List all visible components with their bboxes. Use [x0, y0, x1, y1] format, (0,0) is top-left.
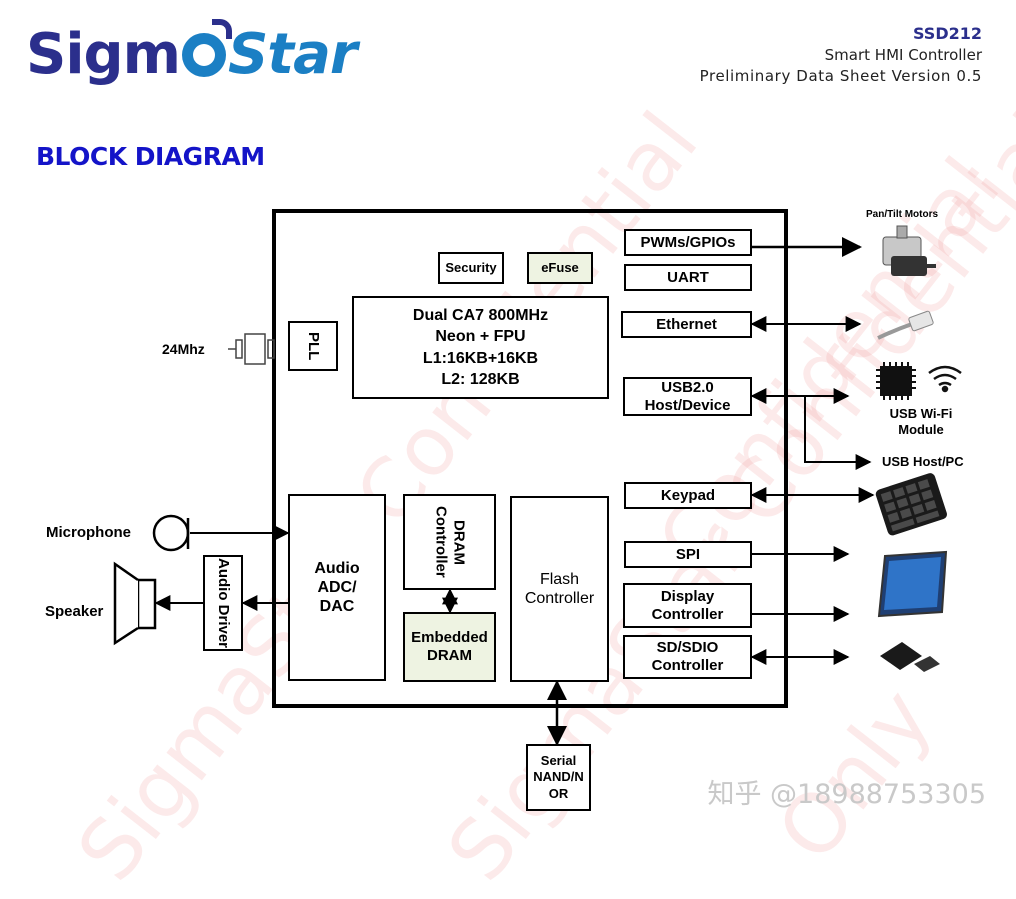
dram-controller-label: DRAM Controller: [432, 506, 468, 578]
flash-line-2: Controller: [524, 590, 595, 607]
wifi-line-1: USB Wi-Fi: [889, 406, 953, 421]
logo-o-icon: [181, 19, 232, 77]
audio-line-3: DAC: [319, 598, 355, 616]
keypad-icon: [875, 473, 947, 536]
doc-version: Preliminary Data Sheet Version 0.5: [699, 67, 982, 85]
usb-line-1: USB2.0: [661, 379, 714, 397]
motor-icon: [882, 225, 936, 276]
motors-label: Pan/Tilt Motors: [866, 209, 939, 220]
wifi-chip-icon: [876, 362, 916, 400]
speaker-icon: [113, 561, 157, 646]
spi-block: SPI: [624, 541, 752, 568]
audio-line-2: ADC/: [317, 578, 357, 596]
embedded-dram-line-2: DRAM: [427, 647, 472, 664]
footer-watermark: 知乎 @18988753305: [707, 779, 986, 810]
audio-driver-block: Audio Driver: [203, 555, 243, 651]
diagram-connectors: [113, 209, 962, 746]
microphone-icon: [152, 514, 190, 552]
audio-line-1: Audio: [314, 559, 360, 577]
sd-line-2: Controller: [651, 657, 724, 674]
wifi-icon: [928, 365, 962, 393]
embedded-dram-line-1: Embedded: [411, 629, 488, 646]
speaker-label: Speaker: [45, 603, 104, 620]
usb-block: USB2.0 Host/Device: [623, 377, 752, 416]
sigmastar-logo: Sigm Star: [26, 14, 358, 96]
product-subtitle: Smart HMI Controller: [824, 46, 982, 64]
sd-card-icon: [880, 642, 940, 672]
logo-text-star: Star: [227, 22, 358, 87]
section-title: BLOCK DIAGRAM: [36, 142, 265, 171]
sd-controller-block: SD/SDIO Controller: [623, 635, 752, 679]
model-number: SSD212: [912, 24, 982, 43]
usb-line-2: Host/Device: [644, 396, 731, 414]
wifi-module-label: USB Wi-Fi Module: [878, 406, 964, 437]
sd-line-1: SD/SDIO: [656, 639, 719, 656]
cpu-line-4: L2: 128KB: [441, 370, 520, 388]
usb-host-label: USB Host/PC: [882, 454, 964, 469]
display-controller-block: Display Controller: [623, 583, 752, 628]
chip-boundary: [272, 209, 788, 708]
display-panel-icon: [877, 550, 948, 618]
crystal-label: 24Mhz: [162, 341, 205, 357]
ethernet-block: Ethernet: [621, 311, 752, 338]
cpu-line-3: L1:16KB+16KB: [422, 349, 539, 367]
wifi-line-2: Module: [898, 421, 944, 437]
serial-nand-nor-block: Serial NAND/N OR: [526, 744, 591, 811]
efuse-block: eFuse: [527, 252, 593, 284]
flash-line-1: Flash: [539, 570, 580, 588]
pll-block: PLL: [288, 321, 338, 371]
serial-line-1: Serial: [540, 753, 577, 769]
pll-label: PLL: [305, 331, 322, 361]
serial-line-2: NAND/N: [533, 769, 584, 785]
display-line-1: Display: [660, 587, 715, 605]
keypad-block: Keypad: [624, 482, 752, 509]
cpu-line-2: Neon + FPU: [435, 328, 526, 346]
pwm-gpio-block: PWMs/GPIOs: [624, 229, 752, 256]
audio-adc-dac-block: Audio ADC/ DAC: [288, 494, 386, 681]
logo-text-sigm: Sigm: [26, 22, 181, 87]
audio-driver-label: Audio Driver: [215, 557, 232, 648]
microphone-label: Microphone: [46, 524, 131, 541]
uart-block: UART: [624, 264, 752, 291]
dram-controller-block: DRAM Controller: [403, 494, 496, 590]
cpu-line-1: Dual CA7 800MHz: [412, 307, 549, 325]
ethernet-cable-icon: [877, 310, 934, 340]
flash-controller-block: Flash Controller: [510, 496, 609, 682]
cpu-block: Dual CA7 800MHz Neon + FPU L1:16KB+16KB …: [352, 296, 609, 399]
embedded-dram-block: Embedded DRAM: [403, 612, 496, 682]
security-block: Security: [438, 252, 504, 284]
serial-line-3: OR: [548, 785, 569, 801]
usb-host-branch: [804, 396, 872, 470]
display-line-2: Controller: [651, 605, 724, 623]
crystal-icon: [228, 333, 275, 365]
